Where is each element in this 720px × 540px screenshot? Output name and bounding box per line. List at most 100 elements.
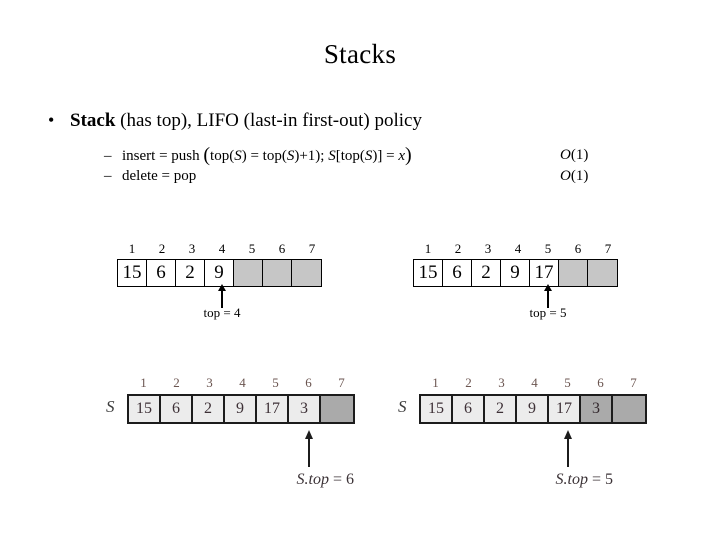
sub-bullet-delete: –delete = pop <box>104 166 196 187</box>
index-label-7: 7 <box>338 375 345 390</box>
index-label-3: 3 <box>498 375 505 390</box>
insert-body-b: ) = top( <box>241 148 287 164</box>
array-cell-6 <box>263 260 292 286</box>
stack-top-pointer-arrow <box>563 430 572 467</box>
insert-var-s1: S <box>234 148 242 164</box>
delete-lead: delete = pop <box>122 168 197 184</box>
array-cell-2: 6 <box>453 396 485 422</box>
array-cell-5: 17 <box>549 396 581 422</box>
array-cell-4: 9 <box>501 260 530 286</box>
stack-top-pointer-arrow <box>304 430 313 467</box>
insert-lead: insert = push <box>122 148 204 164</box>
complexity-o-symbol: O <box>560 168 571 184</box>
index-label-6: 6 <box>574 241 582 256</box>
insert-open-paren: ( <box>203 144 211 166</box>
index-label-2: 2 <box>465 375 472 390</box>
stack-top-var: S.top <box>555 471 588 488</box>
array-cell-3: 2 <box>472 260 501 286</box>
index-label-5: 5 <box>272 375 279 390</box>
insert-close-paren: ) <box>405 144 412 166</box>
dash-marker-icon: – <box>104 148 112 164</box>
stack-top-value: = 6 <box>328 471 354 488</box>
stack-top-var: S.top <box>296 471 329 488</box>
array-cell-4: 9 <box>205 260 234 286</box>
index-label-1: 1 <box>128 241 136 256</box>
array-cell-3: 2 <box>176 260 205 286</box>
insert-var-s2: S <box>286 148 295 164</box>
stack-top-value: = 5 <box>587 471 613 488</box>
index-label-4: 4 <box>218 241 226 256</box>
insert-var-s3: S <box>328 148 336 164</box>
bullet-rest: (has top), LIFO (last-in first-out) poli… <box>115 110 422 131</box>
complexity-o-symbol: O <box>560 147 571 163</box>
index-row: 1 2 3 4 5 6 7 <box>117 241 327 257</box>
index-label-7: 7 <box>308 241 316 256</box>
array-cell-7 <box>613 396 645 422</box>
insert-body-c: )+1); <box>294 148 329 164</box>
index-label-4: 4 <box>239 375 246 390</box>
array-cell-6: 3 <box>289 396 321 422</box>
index-label-5: 5 <box>544 241 552 256</box>
array-cell-1: 15 <box>421 396 453 422</box>
index-label-3: 3 <box>206 375 213 390</box>
complexity-insert: O(1) <box>560 145 588 166</box>
array-cell-7 <box>588 260 617 286</box>
index-label-5: 5 <box>248 241 256 256</box>
array-cell-2: 6 <box>161 396 193 422</box>
insert-var-x: x <box>398 148 406 164</box>
insert-body-e: )] = <box>372 148 399 164</box>
top-pointer-arrow <box>218 284 226 308</box>
array-cell-5 <box>234 260 263 286</box>
stack-top-caption: S.top = 5 <box>556 470 613 489</box>
top-pointer-label: top = 4 <box>203 305 241 320</box>
sub-bullet-insert: –insert = push (top(S) = top(S)+1); S[to… <box>104 145 412 167</box>
array-cell-3: 2 <box>193 396 225 422</box>
index-label-5: 5 <box>564 375 571 390</box>
index-label-6: 6 <box>278 241 286 256</box>
array-cell-6 <box>559 260 588 286</box>
insert-body-a: top( <box>210 148 235 164</box>
page-title: Stacks <box>323 39 397 69</box>
array-cell-7 <box>292 260 321 286</box>
array-cell-4: 9 <box>517 396 549 422</box>
index-label-7: 7 <box>604 241 612 256</box>
index-label-1: 1 <box>424 241 432 256</box>
array-name-label: S <box>106 397 115 416</box>
complexity-value: (1) <box>570 168 589 184</box>
stack-top-caption: S.top = 6 <box>297 470 354 489</box>
index-label-6: 6 <box>597 375 604 390</box>
index-label-2: 2 <box>158 241 166 256</box>
index-label-1: 1 <box>432 375 439 390</box>
array-cell-1: 15 <box>414 260 443 286</box>
bullet-bold-lead: Stack <box>70 110 116 131</box>
index-label-3: 3 <box>188 241 196 256</box>
index-label-2: 2 <box>454 241 462 256</box>
bullet-marker-icon: • <box>48 110 55 130</box>
array-cell-5: 17 <box>530 260 559 286</box>
array-name-label: S <box>398 397 407 416</box>
index-label-4: 4 <box>514 241 522 256</box>
index-label-6: 6 <box>305 375 312 390</box>
index-row: 1 2 3 4 5 6 7 <box>413 241 623 257</box>
array-cell-5: 17 <box>257 396 289 422</box>
index-label-3: 3 <box>484 241 492 256</box>
array-cell-1: 15 <box>118 260 147 286</box>
index-label-4: 4 <box>531 375 538 390</box>
bullet-stack: • Stack (has top), LIFO (last-in first-ou… <box>48 108 648 133</box>
array-cell-2: 6 <box>443 260 472 286</box>
top-pointer-arrow <box>544 284 552 308</box>
insert-body-d: [top( <box>335 148 365 164</box>
index-label-2: 2 <box>173 375 180 390</box>
array-cell-4: 9 <box>225 396 257 422</box>
complexity-delete: O(1) <box>560 166 588 187</box>
dash-marker-icon: – <box>104 168 112 184</box>
top-pointer-label: top = 5 <box>529 305 567 320</box>
array-cell-2: 6 <box>147 260 176 286</box>
